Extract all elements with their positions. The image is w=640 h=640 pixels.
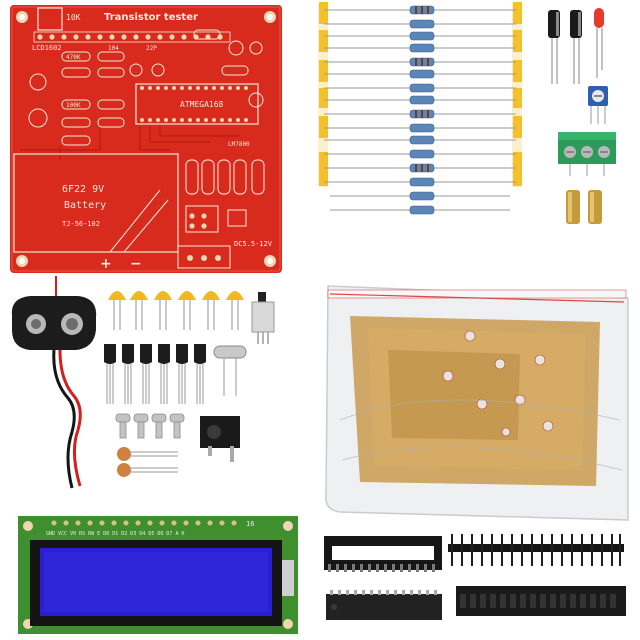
trimmer-potentiometer [588,86,608,124]
crystal-oscillator [213,345,247,396]
mcu-footprint: ATMEGA168 [135,83,259,125]
female-pin-header [456,586,626,616]
atmega-chip [326,590,442,620]
regulator-label: LM7800 [228,141,250,148]
plus-sign: + [100,256,112,272]
ic-socket [324,536,442,572]
screws [115,413,185,439]
battery-type: 6F22 9V [62,184,104,195]
lcd-label: LCD1602 [32,44,62,52]
dc-barrel-jack [200,416,240,462]
res-label-1: 470K [66,54,81,61]
electrolytic-capacitors [548,10,582,84]
screw-terminal-block [558,132,616,176]
battery-word: Battery [64,200,106,211]
male-pin-header [448,534,624,566]
cap-label-2: 22P [146,45,157,52]
minus-sign: − [130,256,142,272]
lcd-header-pads [33,31,231,43]
lcd1602-module: 16 GND VCC V0 RS RW E D0 D1 D2 D3 D4 D5 … [18,516,298,634]
bagged-acrylic-case [325,285,629,521]
board-code: TJ-56-102 [62,220,100,228]
lcd-header-label: 16 [246,520,254,528]
red-led [594,8,604,78]
ceramic-capacitors [108,291,244,330]
pcb-title: Transistor tester [104,12,198,23]
transistor-tester-pcb: 10K Transistor tester LCD1602 [10,5,282,273]
pot-label: 10K [66,13,81,22]
brass-standoffs [566,190,602,224]
battery-snap-connector [11,276,97,489]
chip-label: ATMEGA168 [180,100,224,109]
resistor-strip [318,2,522,215]
res-label-2: 100K [66,102,81,109]
lcd-pin-names: GND VCC V0 RS RW E D0 D1 D2 D3 D4 D5 D6 … [46,531,184,537]
cap-label-1: 104 [108,45,119,52]
dc-label: DC5.5-12V [234,240,273,248]
slide-switch [251,292,275,344]
to92-transistors [104,344,206,404]
disc-capacitors [117,447,178,477]
battery-footprint: 6F22 9V Battery TJ-56-102 [13,153,179,253]
